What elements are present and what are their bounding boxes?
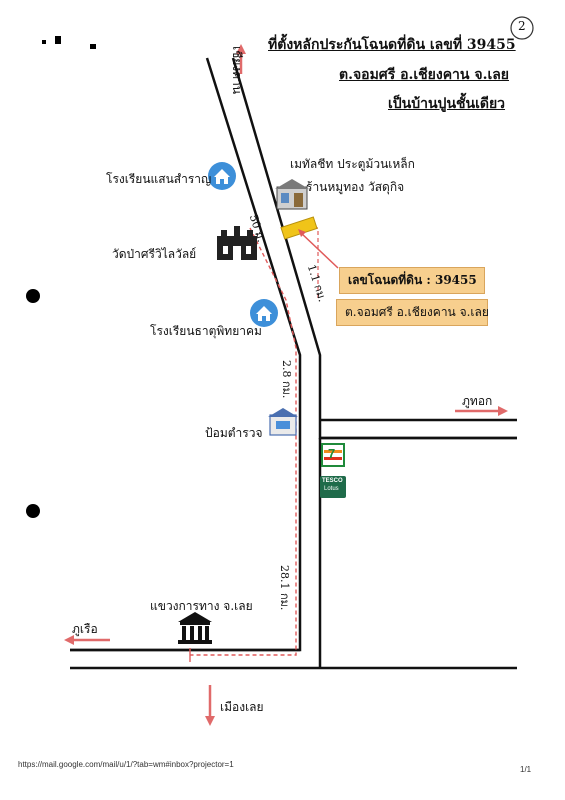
- label-highway-office: แขวงการทาง จ.เลย: [150, 599, 253, 613]
- tesco-text: TESCO: [322, 478, 343, 484]
- south-arrowhead: [205, 716, 215, 726]
- property-marker: [280, 216, 318, 240]
- footer-url: https://mail.google.com/mail/u/1/?tab=wm…: [18, 760, 234, 769]
- main-road-edge-left: [70, 57, 302, 652]
- label-west-phuruea: ภูเรือ: [72, 622, 98, 636]
- page-mark: 2: [518, 19, 526, 33]
- title-line-1: ที่ตั้งหลักประกันโฉนดที่ดิน เลขที่ 39455: [268, 37, 516, 53]
- east-arrowhead: [498, 406, 508, 416]
- title-line-3: เป็นบ้านปูนชั้นเดียว: [388, 96, 506, 112]
- route-dashed-line: [190, 227, 297, 656]
- deed-number-callout: เลขโฉนดที่ดิน : 39455: [339, 267, 485, 294]
- shop-icon: [275, 179, 309, 210]
- seven-eleven-icon: [321, 443, 345, 467]
- school-icon: [208, 162, 236, 190]
- label-school-saensamran: โรงเรียนแสนสำราญ: [106, 172, 212, 186]
- label-south-mueangloei: เมืองเลย: [220, 700, 264, 714]
- punch-hole: [26, 504, 40, 518]
- police-box-icon: [268, 408, 298, 436]
- label-temple: วัดป่าศรีวิไลวัลย์: [112, 247, 197, 261]
- label-north-chiangkhan: เชียงคาน: [230, 46, 244, 95]
- scan-mark: [55, 36, 61, 44]
- temple-icon: [217, 226, 257, 260]
- distance-28-1km: 28.1 กม.: [278, 565, 291, 611]
- scan-mark: [90, 44, 96, 49]
- page-mark-circle: [510, 16, 534, 40]
- deed-location-callout: ต.จอมศรี อ.เชียงคาน จ.เลย: [336, 299, 489, 326]
- highway-office-icon: [178, 612, 212, 644]
- school-icon: [250, 299, 278, 327]
- title-line-2: ต.จอมศรี อ.เชียงคาน จ.เลย: [339, 67, 510, 83]
- footer-page-number: 1/1: [520, 765, 532, 774]
- callout-pointer: [299, 231, 339, 269]
- label-police-box: ป้อมตำรวจ: [205, 426, 263, 440]
- lotus-text: Lotus: [324, 486, 339, 492]
- distance-2-8km: 2.8 กม.: [280, 360, 293, 399]
- label-east-phuthok: ภูทอก: [462, 394, 493, 408]
- north-arrowhead: [236, 44, 246, 54]
- west-arrowhead: [64, 635, 74, 645]
- seven-eleven-text: 7: [328, 446, 336, 461]
- pointer-arrowhead: [298, 229, 306, 237]
- label-shop-line-2: ร้านหมูทอง วัสดุกิจ: [306, 180, 405, 194]
- distance-bracket: [300, 227, 319, 298]
- punch-hole: [26, 289, 40, 303]
- label-school-thatphitthayakhom: โรงเรียนธาตุพิทยาคม: [150, 324, 262, 338]
- main-road-edge-right: [231, 57, 517, 440]
- scan-mark: [42, 40, 46, 44]
- label-shop-line-1: เมทัลชีท ประตูม้วนเหล็ก: [290, 157, 415, 171]
- tesco-lotus-icon: [320, 476, 346, 498]
